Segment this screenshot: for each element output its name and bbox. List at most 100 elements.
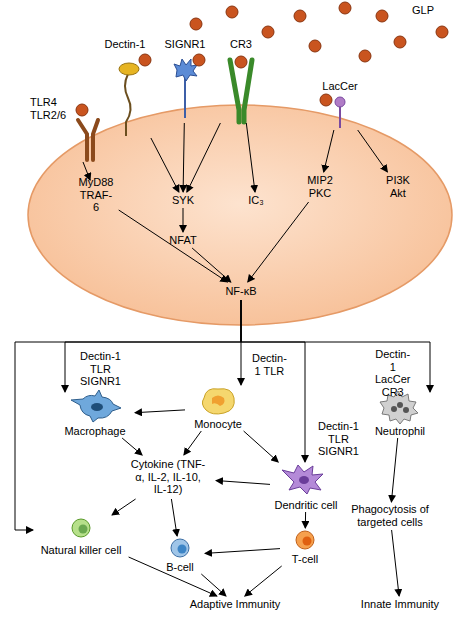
dectin-head [119, 63, 139, 75]
arrow-connector [324, 130, 334, 172]
arrow-connector [183, 208, 184, 232]
molecule-label: GLP [412, 4, 434, 17]
arrow-connector [183, 123, 184, 192]
cell-membrane [28, 105, 452, 325]
glp-particle [226, 6, 238, 18]
glp-particle [235, 56, 247, 68]
glp-particle [262, 26, 274, 38]
macrophage-body [71, 390, 121, 422]
node-label: Neutrophil [375, 425, 425, 438]
monocyte-icon [202, 389, 234, 414]
node-label: MIP2 PKC [307, 174, 333, 199]
laccer-head [335, 97, 345, 107]
receptor-list: Dectin-1 TLR [252, 352, 287, 377]
receptor-list: Dectin-1 TLR SIGNR1 [80, 350, 121, 388]
macrophage-nucleus [91, 403, 103, 411]
node-box: PI3K Akt [378, 172, 418, 202]
tcell-nucleus [303, 537, 312, 546]
tcell-body [296, 531, 314, 549]
glp-particle [190, 18, 202, 30]
neutrophil-lobe [397, 402, 403, 408]
node-box: TLR4 TLR2/6 [30, 96, 110, 162]
monocyte-nucleus [212, 396, 225, 407]
laccer-receptor [335, 97, 345, 128]
arrow-connector [171, 499, 177, 536]
node-label: IC₃ [248, 194, 263, 207]
receptor-list: Dectin-1 LacCer CR3 [375, 348, 410, 399]
dectin-stalk [125, 74, 131, 136]
arrow-connector [216, 481, 270, 485]
arrow-connector [248, 202, 309, 282]
arrow-connector [201, 574, 226, 596]
tlr-chain [93, 120, 98, 160]
node-box: Natural killer cell [33, 515, 129, 557]
signr1-stalk [184, 76, 186, 118]
arrow-connector [245, 566, 282, 596]
node-label: PI3K Akt [386, 174, 410, 199]
node-box: MyD88 TRAF-6 [70, 180, 122, 210]
node-label: Adaptive Immunity [190, 598, 280, 611]
arrow-connector [205, 549, 280, 554]
node-label: Innate Immunity [361, 598, 439, 611]
glp-particle [320, 94, 332, 106]
node-box: Dectin-1 [95, 38, 155, 138]
arrow-connector [135, 410, 185, 413]
node-label: NF-κB [225, 285, 256, 298]
node-label: T-cell [292, 553, 318, 566]
tlr-chain [78, 120, 87, 160]
neutrophil-lobe [391, 406, 397, 412]
node-label: B-cell [166, 561, 194, 574]
node-label: Monocyte [194, 418, 242, 431]
node-box: LacCer [310, 80, 370, 130]
arrow-connector [244, 431, 279, 462]
arrow-connector [358, 130, 388, 172]
glp-particle [394, 36, 406, 48]
node-label: Dectin-1 [105, 38, 146, 51]
nk-nucleus [79, 525, 88, 534]
arrow-connector [192, 248, 231, 282]
node-box: Monocyte [185, 385, 251, 431]
nk-icon [72, 519, 90, 537]
node-box: SYK [165, 192, 201, 208]
glp-particle [139, 54, 151, 66]
node-box: SIGNR1 [160, 38, 210, 123]
nk-body [72, 519, 90, 537]
neutrophil-lobe [403, 407, 409, 413]
receptor-list: Dectin-1 TLR SIGNR1 [318, 420, 359, 458]
arrow-connector [246, 123, 255, 192]
node-label: CR3 [230, 38, 252, 51]
arrow-connector [392, 530, 400, 596]
node-box: Adaptive Immunity [180, 596, 290, 612]
cr3-chain [230, 60, 239, 122]
cr3-receptor [230, 60, 252, 122]
arrow-connector [187, 123, 221, 192]
node-box: Macrophage [55, 392, 135, 438]
arrow-connector [305, 512, 306, 528]
node-label: NFAT [169, 234, 196, 247]
glp-particles [76, 2, 448, 116]
node-box: IC₃ [242, 192, 270, 208]
glp-particle [76, 104, 88, 116]
arrow-connector [65, 300, 241, 392]
dendritic-nucleus [299, 476, 309, 484]
node-label: TLR4 TLR2/6 [30, 96, 66, 121]
arrow-connector [119, 210, 228, 282]
glp-particle [294, 10, 306, 22]
arrow-connector [241, 300, 305, 462]
node-box: B-cell [155, 536, 205, 574]
node-label: Cytokine (TNF-α, IL-2, IL-10, IL-12) [128, 458, 208, 496]
dendritic-body [282, 465, 323, 494]
node-box: MIP2 PKC [300, 172, 340, 202]
node-box: Innate Immunity [350, 596, 450, 612]
dendritic-icon [282, 465, 323, 494]
bcell-icon [171, 539, 189, 557]
arrow-connector [122, 438, 142, 455]
bcell-nucleus [178, 545, 187, 554]
node-box: Dendritic cell [270, 462, 342, 512]
node-label: MyD88 TRAF-6 [79, 176, 114, 214]
node-box: Cytokine (TNF-α, IL-2, IL-10, IL-12) [120, 455, 216, 499]
glp-particle [193, 54, 205, 66]
arrow-connector [15, 300, 241, 530]
